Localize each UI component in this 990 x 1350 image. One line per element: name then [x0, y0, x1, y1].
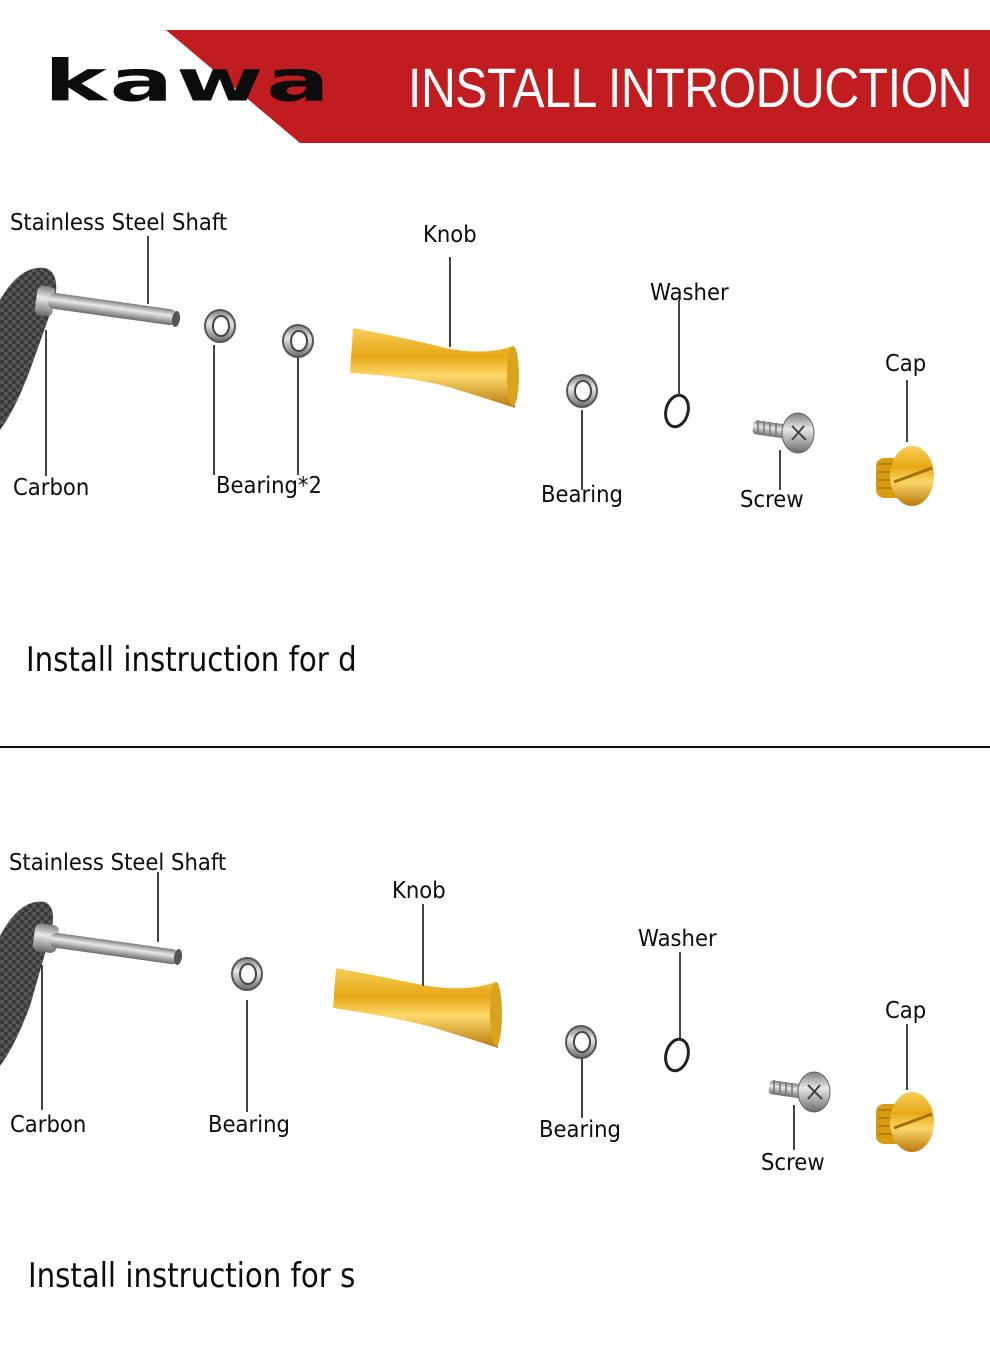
bearing-icon [204, 309, 236, 343]
label-bearing: Bearing [541, 482, 623, 508]
washer-icon [664, 393, 690, 429]
leader-knob [422, 904, 424, 986]
knob-icon [333, 968, 502, 1048]
cap-icon [876, 446, 934, 506]
label-cap: Cap [885, 998, 927, 1024]
label-stainless-steel-shaft: Stainless Steel Shaft [9, 850, 227, 876]
section-divider [0, 746, 990, 748]
knob-icon [350, 328, 519, 408]
leader-shaft [157, 872, 159, 942]
washer-icon [664, 1037, 690, 1073]
banner-red-band [166, 30, 990, 143]
label-bearing-2: Bearing [539, 1117, 621, 1143]
leader-washer [678, 300, 680, 395]
carbon-arm-with-shaft [0, 901, 183, 1066]
label-carbon: Carbon [13, 475, 90, 501]
header-banner: kawa INSTALL INTRODUCTION [0, 0, 990, 160]
leader-bearing-3 [581, 410, 583, 490]
label-carbon: Carbon [10, 1112, 87, 1138]
label-washer: Washer [650, 280, 729, 306]
leader-bearing-1 [246, 1000, 248, 1112]
leader-carbon [41, 965, 43, 1110]
screw-icon [768, 1071, 831, 1113]
carbon-arm-with-shaft [0, 267, 181, 430]
label-bearing-x2: Bearing*2 [216, 473, 322, 499]
leader-washer [679, 952, 681, 1038]
leader-cap [906, 1024, 908, 1090]
label-screw: Screw [761, 1150, 825, 1176]
label-bearing-1: Bearing [208, 1112, 290, 1138]
bearing-icon [231, 957, 263, 991]
leader-screw [793, 1105, 795, 1150]
leader-bearing-1 [213, 345, 215, 475]
brand-logo: kawa [44, 47, 333, 115]
label-stainless-steel-shaft: Stainless Steel Shaft [10, 210, 228, 236]
leader-shaft [147, 236, 149, 304]
section-caption-d: Install instruction for d [26, 640, 357, 680]
bearing-icon [282, 324, 314, 358]
label-cap: Cap [885, 351, 927, 377]
leader-bearing-2 [297, 358, 299, 475]
leader-bearing-2 [581, 1058, 583, 1118]
label-washer: Washer [638, 926, 717, 952]
label-knob: Knob [392, 878, 446, 904]
cap-icon [876, 1092, 934, 1152]
leader-knob [449, 257, 451, 347]
label-knob: Knob [423, 222, 477, 248]
bearing-icon [566, 374, 598, 408]
leader-carbon [45, 330, 47, 476]
section-caption-s: Install instruction for s [28, 1256, 356, 1296]
screw-icon [752, 412, 815, 454]
bearing-icon [565, 1025, 597, 1059]
label-screw: Screw [740, 487, 804, 513]
banner-title: INSTALL INTRODUCTION [408, 56, 973, 119]
leader-cap [906, 380, 908, 442]
leader-screw [779, 450, 781, 490]
